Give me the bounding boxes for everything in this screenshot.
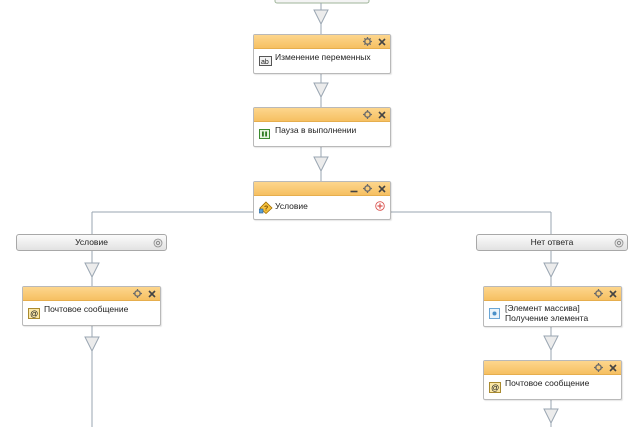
gear-icon[interactable] <box>593 362 604 373</box>
activity-condition[interactable]: ? Условие <box>253 181 391 220</box>
gear-icon[interactable] <box>362 183 373 194</box>
close-icon[interactable] <box>607 288 618 299</box>
activity-variables-change[interactable]: ab Изменение переменных <box>253 34 391 74</box>
branch-label: Нет ответа <box>530 237 574 247</box>
gear-icon[interactable] <box>593 288 604 299</box>
flow-arrow <box>84 262 100 279</box>
array-element-icon <box>489 308 502 319</box>
gear-icon[interactable] <box>132 288 143 299</box>
flow-arrow <box>543 335 559 352</box>
activity-label-line2: Получение элемента <box>505 313 589 323</box>
branch-condition[interactable]: Условие <box>16 234 167 251</box>
svg-text:@: @ <box>30 310 38 319</box>
minimize-icon[interactable] <box>348 183 359 194</box>
activity-label: Условие <box>275 201 308 211</box>
gear-icon[interactable] <box>614 238 624 248</box>
variable-edit-icon: ab <box>259 56 272 67</box>
close-icon[interactable] <box>607 362 618 373</box>
branch-label: Условие <box>75 237 108 247</box>
close-icon[interactable] <box>146 288 157 299</box>
flow-arrow <box>543 408 559 425</box>
mail-icon: @ <box>489 382 502 393</box>
flow-arrow <box>313 82 329 99</box>
card-header <box>254 108 390 122</box>
close-icon[interactable] <box>376 109 387 120</box>
svg-text:ab: ab <box>261 59 269 66</box>
pause-icon <box>259 129 272 140</box>
card-header <box>254 35 390 49</box>
activity-label: Почтовое сообщение <box>505 378 590 388</box>
flow-arrow <box>313 156 329 173</box>
add-branch-icon[interactable] <box>375 201 385 211</box>
activity-label: Почтовое сообщение <box>44 304 129 314</box>
gear-icon[interactable] <box>362 109 373 120</box>
card-header <box>23 287 160 301</box>
flow-arrow <box>84 336 100 353</box>
flow-arrow <box>543 262 559 279</box>
start-block-stub[interactable] <box>274 0 370 4</box>
flow-arrow <box>313 9 329 26</box>
activity-mail-message[interactable]: @ Почтовое сообщение <box>483 360 622 400</box>
activity-label-line1: [Элемент массива] <box>505 303 580 313</box>
svg-text:@: @ <box>491 384 499 393</box>
branch-no-answer[interactable]: Нет ответа <box>476 234 628 251</box>
condition-icon: ? <box>258 201 273 215</box>
activity-array-element[interactable]: [Элемент массива] Получение элемента <box>483 286 622 327</box>
close-icon[interactable] <box>376 36 387 47</box>
card-header <box>484 287 621 301</box>
close-icon[interactable] <box>376 183 387 194</box>
activity-pause[interactable]: Пауза в выполнении <box>253 107 391 147</box>
activity-label: Изменение переменных <box>275 52 371 62</box>
gear-icon[interactable] <box>362 36 373 47</box>
gear-icon[interactable] <box>153 238 163 248</box>
activity-label: Пауза в выполнении <box>275 125 357 135</box>
svg-text:?: ? <box>264 206 268 213</box>
card-header <box>484 361 621 375</box>
activity-mail-message[interactable]: @ Почтовое сообщение <box>22 286 161 326</box>
mail-icon: @ <box>28 308 41 319</box>
card-header <box>254 182 390 196</box>
